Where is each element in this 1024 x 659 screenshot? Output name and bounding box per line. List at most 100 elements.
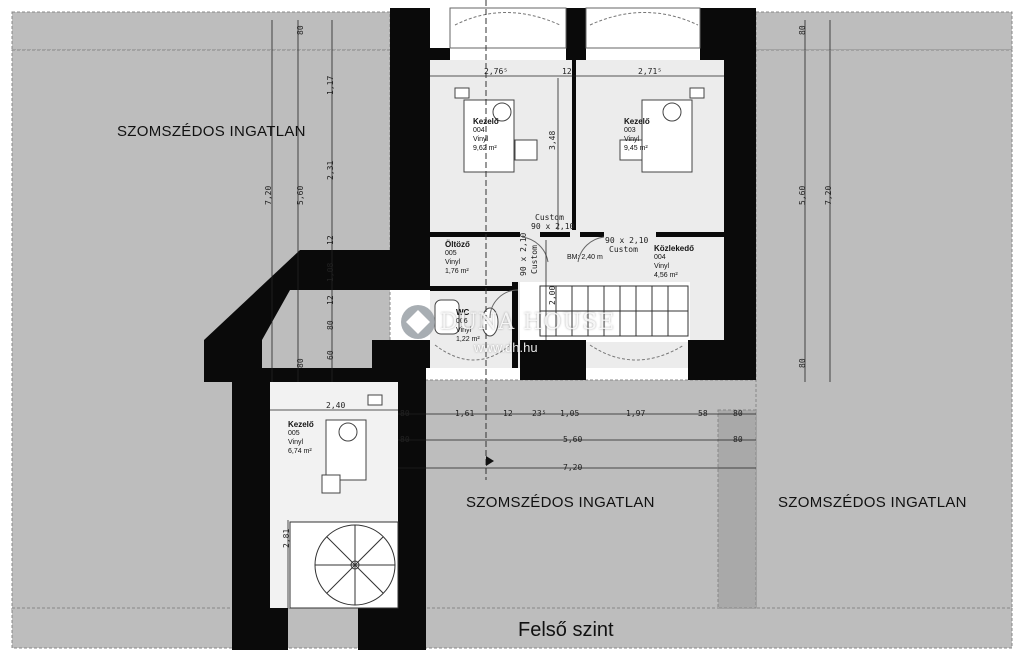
wall-lower-bottom-right — [358, 608, 398, 650]
door-type-2: Custom — [609, 245, 638, 254]
neighbor-strip-top-right — [755, 11, 1013, 51]
dim-row1-6: 58 — [698, 409, 708, 418]
room-code: 004 — [654, 254, 666, 261]
door-size-2: 90 x 2,10 — [605, 236, 649, 245]
wall-top-c — [700, 8, 756, 60]
window-arc-bottom-b — [589, 344, 685, 361]
dim-left-60: 60 — [326, 350, 335, 360]
room-label-kezelo-005: Kezelő 005 Vinyl 6,74 m² — [288, 420, 314, 456]
window-arcs — [434, 12, 699, 361]
dim-row2-mid: 5,60 — [563, 435, 583, 444]
dental-chair-icon-1 — [454, 87, 538, 173]
neighbor-zones — [11, 11, 1013, 649]
wall-lower-left — [232, 382, 270, 650]
wall-wc-right — [512, 282, 518, 368]
dim-row1-1: 1,61 — [455, 409, 475, 418]
window-arc-left — [454, 12, 561, 26]
dim-left-12b: 12 — [326, 295, 335, 305]
walls — [204, 8, 756, 650]
door-swings — [489, 236, 605, 319]
wall-lower-bottom-left — [270, 608, 288, 650]
neighbor-strip-top-left — [11, 11, 391, 51]
floor-stair-area — [520, 282, 690, 342]
watermark-logo — [401, 305, 435, 339]
dim-left-560: 5,60 — [296, 185, 305, 205]
neighbor-area-bottom — [424, 379, 757, 611]
wall-wc-top — [430, 286, 512, 291]
dim-left-231: 2,31 — [326, 160, 335, 180]
dim-left-12a: 12 — [326, 235, 335, 245]
room-area: 1,22 m² — [456, 336, 480, 343]
room-floor: Vinyl — [445, 259, 461, 266]
dim-left-80-low: 80 — [296, 358, 305, 368]
room-code: 003 — [624, 127, 636, 134]
neighbor-strip-bottom — [11, 607, 1013, 649]
room-code: 005 — [445, 250, 457, 257]
dim-top-b: 2,71⁵ — [638, 67, 663, 76]
room-code: 004 — [473, 127, 485, 134]
wall-lower-top — [232, 368, 426, 382]
watermark-url: www.dh.hu — [474, 340, 538, 355]
dim-left-108: 1,08 — [326, 262, 335, 282]
dental-chair-icon-2 — [619, 87, 705, 173]
room-name: Öltöző — [445, 240, 470, 249]
dim-row3-mid: 7,20 — [563, 463, 583, 472]
dental-chair-icons — [321, 87, 705, 494]
wall-bottom-upper-b — [520, 340, 586, 380]
room-area: 9,62 m² — [473, 145, 497, 152]
dim-row1-2: 12 — [503, 409, 513, 418]
window-arc-bottom-a — [434, 344, 511, 361]
window-arc-right — [589, 12, 699, 26]
room-floor: Vinyl — [288, 439, 304, 446]
wall-top-b — [566, 8, 586, 60]
wall-partition-horizontal-a — [430, 232, 520, 237]
watermark-brand: DUNA HOUSE — [440, 310, 616, 335]
dim-right-560: 5,60 — [798, 185, 807, 205]
room-label-wc: WC 006 Vinyl 1,22 m² — [456, 308, 480, 344]
dim-row1-5: 1,97 — [626, 409, 646, 418]
wall-bottom-upper-a — [372, 340, 430, 368]
dim-low-281: 2,81 — [282, 528, 291, 548]
dental-chair-icon-3 — [321, 394, 383, 494]
wall-link — [332, 250, 390, 290]
room-area: 1,76 m² — [445, 268, 469, 275]
wall-lower-right — [398, 368, 426, 650]
neighbor-label-bottom-center: SZOMSZÉDOS INGATLAN — [466, 494, 655, 511]
wc-bowl — [434, 299, 460, 335]
neighbor-label-bottom-right: SZOMSZÉDOS INGATLAN — [778, 494, 967, 511]
door-size-3: 90 x 2,10 — [519, 232, 528, 276]
wall-partition-horizontal-d — [656, 232, 724, 237]
stair-spiral — [289, 521, 399, 609]
dim-low-240: 2,40 — [326, 401, 346, 410]
wall-stub-block — [204, 340, 262, 382]
room-floor: Vinyl — [624, 136, 640, 143]
dim-348: 3,48 — [548, 130, 557, 150]
section-arrow — [486, 456, 494, 466]
room-name: WC — [456, 308, 470, 317]
dim-row1-4: 1,05 — [560, 409, 580, 418]
windows-top — [449, 7, 701, 49]
dim-right-80-low: 80 — [798, 358, 807, 368]
dim-left-720: 7,20 — [264, 185, 273, 205]
dim-row1-7: 80 — [733, 409, 743, 418]
level-label: Felső szint — [518, 619, 614, 641]
room-name: Kezelő — [624, 117, 650, 126]
neighbor-area-right — [755, 49, 1013, 611]
room-code: 006 — [456, 318, 468, 325]
dim-row2-right: 80 — [733, 435, 743, 444]
dim-200: 2,00 — [548, 285, 557, 305]
room-name: Közlekedő — [654, 244, 695, 253]
dim-top-mid: 12 — [562, 67, 572, 76]
wall-partition-horizontal-b — [540, 232, 570, 237]
room-floor: Vinyl — [654, 263, 670, 270]
room-label-kozlekedo: Közlekedő 004 Vinyl 4,56 m² — [654, 244, 694, 280]
dimension-lines — [270, 20, 831, 608]
dim-row2-left: 80 — [400, 435, 410, 444]
room-floor: Vinyl — [473, 136, 489, 143]
wall-top-a — [390, 48, 450, 60]
dim-left-117: 1,17 — [326, 75, 335, 95]
wall-partition-vertical — [572, 60, 576, 230]
neighbor-column-right — [717, 409, 757, 609]
room-area: 4,56 m² — [654, 272, 678, 279]
